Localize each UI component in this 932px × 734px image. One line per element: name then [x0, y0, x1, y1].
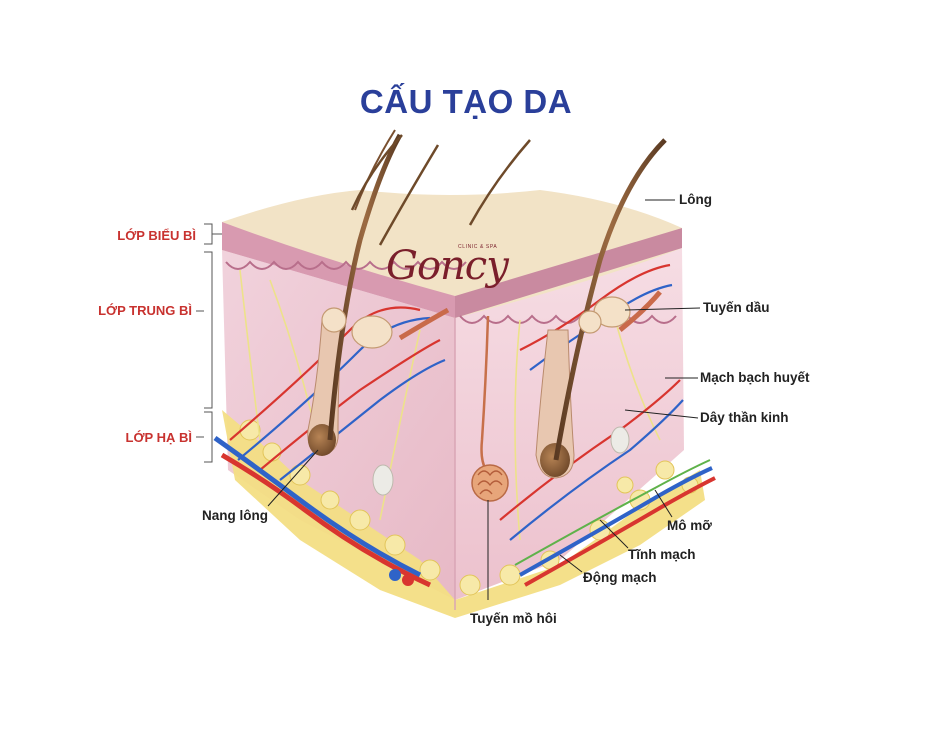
- label-sweat-gland: Tuyến mồ hôi: [470, 611, 557, 626]
- label-dermis: LỚP TRUNG BÌ: [98, 303, 192, 318]
- label-epidermis: LỚP BIỂU BÌ: [117, 228, 196, 243]
- epidermis-surface: [222, 190, 682, 318]
- label-nerve: Dây thần kinh: [700, 410, 789, 425]
- diagram-title: CẤU TẠO DA: [359, 83, 573, 120]
- fat-tissue: [222, 410, 705, 618]
- corpuscle-right: [610, 426, 630, 454]
- sweat-gland: [471, 315, 509, 502]
- layer-brackets: [196, 223, 222, 463]
- brand-logo: Goncy CLINIC & SPA: [386, 238, 526, 304]
- label-hypodermis: LỚP HẠ BÌ: [125, 430, 192, 445]
- epidermis-left-edge: [222, 222, 455, 318]
- surface-hair-2: [468, 139, 531, 226]
- label-artery: Động mạch: [583, 570, 657, 585]
- brand-name: Goncy: [386, 243, 509, 289]
- label-fat: Mô mỡ: [667, 518, 712, 533]
- label-vein: Tĩnh mạch: [628, 547, 696, 562]
- epidermis-right-edge: [455, 228, 682, 318]
- leader-lines: [267, 199, 701, 600]
- label-hair-follicle: Nang lông: [202, 508, 268, 523]
- label-lymph-vessel: Mạch bạch huyết: [700, 370, 810, 385]
- surface-hair-3: [378, 144, 440, 246]
- sebaceous-glands: [321, 296, 631, 349]
- major-vessels: [213, 435, 716, 588]
- label-hair: Lông: [679, 192, 712, 207]
- brand-subtitle: CLINIC & SPA: [458, 244, 498, 250]
- label-sebaceous-gland: Tuyến dầu: [703, 300, 770, 315]
- hair-follicle-right: [535, 138, 667, 479]
- hair-follicle-left: [307, 129, 403, 456]
- surface-hair-1: [350, 134, 403, 211]
- corpuscle-left: [372, 464, 394, 496]
